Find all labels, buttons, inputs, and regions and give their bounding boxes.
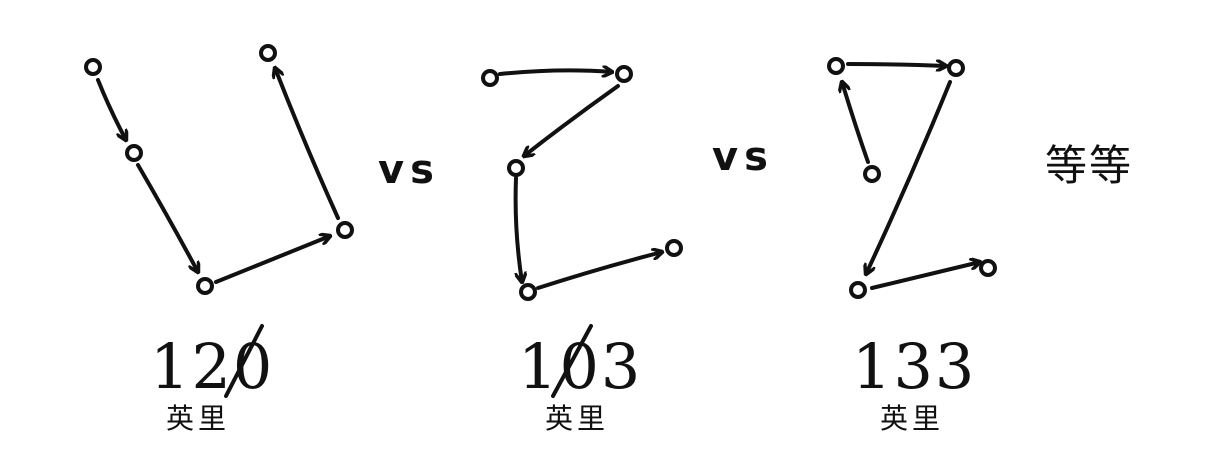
route-3-edge-3 [866,80,952,274]
route-3-node-4 [849,281,867,299]
route-3-unit: 英里 [880,402,944,435]
route-1-edge-3 [214,236,330,284]
route-2-node-2 [615,65,633,83]
vs-label-1: vs [378,147,440,193]
route-3-distance: 133 [852,330,976,403]
route-2-distance: 103 [518,330,642,403]
route-1-zero-slash [224,324,264,398]
route-3-node-end [979,259,997,277]
route-1-unit: 英里 [166,402,230,435]
route-2-node-4 [519,283,537,301]
vs-label-2: vs [712,134,774,180]
route-2-node-start [481,69,499,87]
route-2-node-end [665,239,683,257]
route-2-edge-3 [513,176,522,282]
route-3-edge-4 [870,262,980,290]
route-1-node-start [84,58,102,76]
route-2-node-3 [507,159,525,177]
route-3-node-start [863,165,881,183]
route-1-diagram [84,44,354,295]
route-3-node-3 [947,59,965,77]
route-1-node-2 [125,144,143,162]
route-3-edge-1 [842,82,870,164]
route-1-edge-1 [96,78,126,140]
route-2-diagram [481,65,683,301]
route-2-edge-4 [536,252,662,290]
route-3-node-2 [827,57,845,75]
route-1-edge-4 [275,68,340,220]
route-2-zero-slash [551,324,593,398]
route-2-edge-2 [524,84,620,156]
route-3-edge-2 [846,64,946,66]
route-1-node-3 [196,277,214,295]
route-1-node-end [259,44,277,62]
route-3-diagram [827,57,997,299]
etc-label: 等等 [1045,141,1133,190]
route-1-edge-2 [136,163,198,272]
route-2-edge-1 [498,70,612,74]
route-2-unit: 英里 [545,402,609,435]
route-1-node-4 [336,221,354,239]
